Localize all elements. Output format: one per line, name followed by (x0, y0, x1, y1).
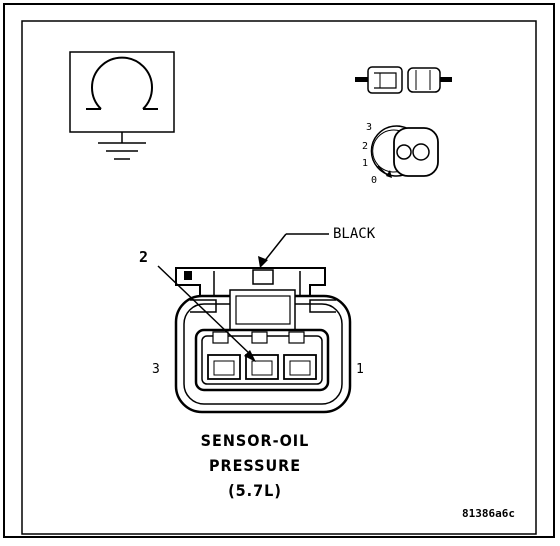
ignition-position-3: 3 (366, 122, 372, 133)
callout-pin-number: 2 (139, 248, 149, 266)
component-title-line3: (5.7L) (228, 481, 282, 500)
ignition-position-1: 1 (362, 158, 368, 169)
inner-frame (21, 20, 537, 535)
outer-frame (3, 3, 555, 538)
component-title-line1: SENSOR-OIL (200, 431, 310, 450)
component-title-line2: PRESSURE (208, 456, 302, 475)
pin-2-callout-leader (157, 265, 256, 362)
black-callout-leader (258, 233, 329, 268)
ohmmeter-ground-icon (69, 51, 175, 160)
ignition-key-icon (370, 125, 439, 178)
callout-black-label: BLACK (333, 226, 376, 242)
pin-left-label: 3 (152, 362, 160, 377)
figure-id: 81386a6c (462, 507, 515, 520)
ignition-position-2: 2 (362, 141, 368, 152)
ignition-position-0: 0 (371, 175, 377, 186)
sensor-connector (174, 267, 352, 414)
connector-unplug-icon (355, 66, 452, 94)
pin-right-label: 1 (356, 362, 364, 377)
